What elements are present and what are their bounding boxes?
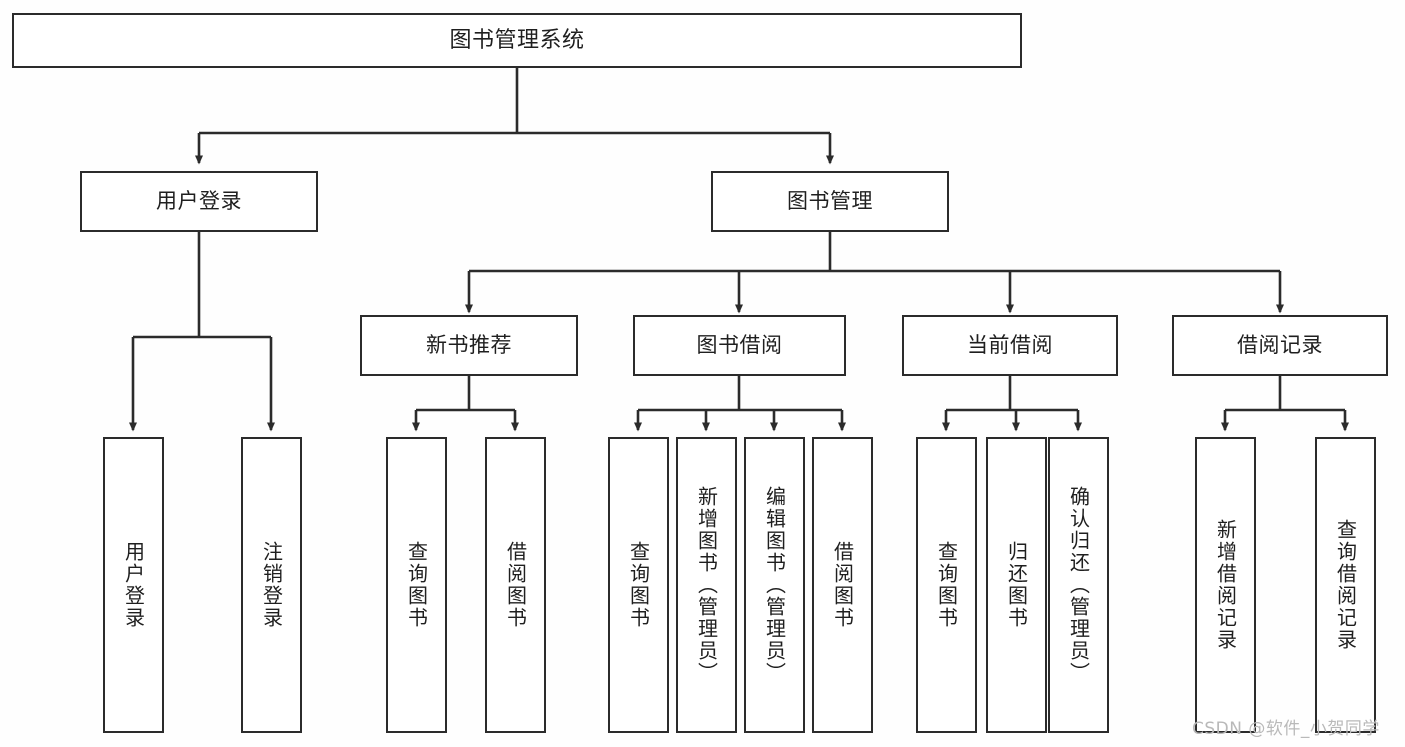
node-leaf-logout-login[interactable]: 注销登录 — [241, 437, 302, 733]
node-borrow-record[interactable]: 借阅记录 — [1172, 315, 1388, 376]
node-leaf-edit-book-label: 编辑图书（管理员） — [762, 486, 787, 684]
node-book-management[interactable]: 图书管理 — [711, 171, 949, 232]
node-leaf-borrow-book-2[interactable]: 借阅图书 — [812, 437, 873, 733]
node-new-book-recommend-label: 新书推荐 — [426, 333, 512, 358]
node-leaf-query-book-3[interactable]: 查询图书 — [916, 437, 977, 733]
node-root-system[interactable]: 图书管理系统 — [12, 13, 1022, 68]
node-leaf-borrow-book-2-label: 借阅图书 — [830, 541, 855, 629]
node-leaf-add-book-label: 新增图书（管理员） — [694, 486, 719, 684]
node-leaf-query-record-label: 查询借阅记录 — [1333, 519, 1358, 651]
node-leaf-query-record[interactable]: 查询借阅记录 — [1315, 437, 1376, 733]
node-leaf-query-book-2-label: 查询图书 — [626, 541, 651, 629]
node-current-borrow[interactable]: 当前借阅 — [902, 315, 1118, 376]
node-book-management-label: 图书管理 — [787, 189, 873, 214]
node-user-login-label: 用户登录 — [156, 189, 242, 214]
node-leaf-query-book-3-label: 查询图书 — [934, 541, 959, 629]
node-leaf-return-book[interactable]: 归还图书 — [986, 437, 1047, 733]
node-leaf-add-record[interactable]: 新增借阅记录 — [1195, 437, 1256, 733]
node-borrow-record-label: 借阅记录 — [1237, 333, 1323, 358]
node-leaf-borrow-book-1[interactable]: 借阅图书 — [485, 437, 546, 733]
node-leaf-add-book[interactable]: 新增图书（管理员） — [676, 437, 737, 733]
node-leaf-return-book-label: 归还图书 — [1004, 541, 1029, 629]
node-leaf-user-login-label: 用户登录 — [121, 541, 146, 629]
node-leaf-user-login[interactable]: 用户登录 — [103, 437, 164, 733]
node-leaf-borrow-book-1-label: 借阅图书 — [503, 541, 528, 629]
node-leaf-add-record-label: 新增借阅记录 — [1213, 519, 1238, 651]
node-leaf-query-book-2[interactable]: 查询图书 — [608, 437, 669, 733]
node-leaf-confirm-return-label: 确认归还（管理员） — [1066, 486, 1091, 684]
node-leaf-edit-book[interactable]: 编辑图书（管理员） — [744, 437, 805, 733]
node-book-borrow-label: 图书借阅 — [696, 333, 783, 358]
node-book-borrow[interactable]: 图书借阅 — [633, 315, 846, 376]
node-leaf-query-book-1[interactable]: 查询图书 — [386, 437, 447, 733]
node-new-book-recommend[interactable]: 新书推荐 — [360, 315, 578, 376]
node-leaf-confirm-return[interactable]: 确认归还（管理员） — [1048, 437, 1109, 733]
node-leaf-logout-login-label: 注销登录 — [259, 541, 284, 629]
node-current-borrow-label: 当前借阅 — [967, 333, 1053, 358]
node-user-login[interactable]: 用户登录 — [80, 171, 318, 232]
node-root-label: 图书管理系统 — [449, 27, 585, 53]
node-leaf-query-book-1-label: 查询图书 — [404, 541, 429, 629]
